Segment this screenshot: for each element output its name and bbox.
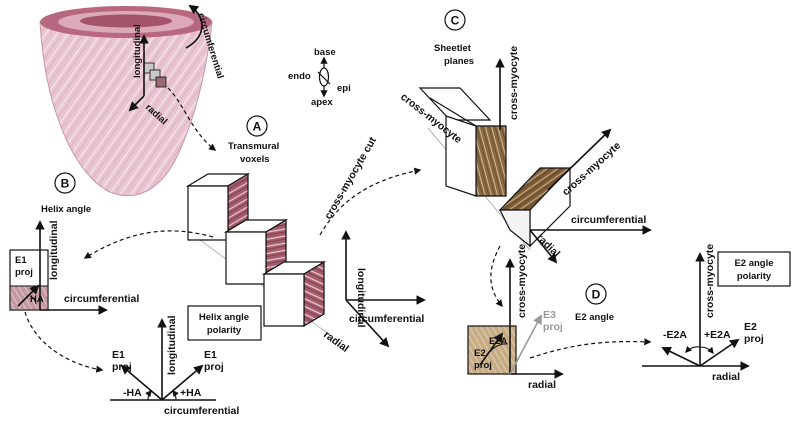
panel-c: C Sheetlet planes [434,9,474,67]
helix-ha-label: HA [30,294,44,305]
e2-to-polarity-arrow [529,338,652,359]
e2-e3-label: E3 [543,309,556,321]
sheetlet-radial-label: radial [534,232,562,260]
voxel-cube-3 [261,260,327,328]
e2-proj-label: proj [474,360,492,371]
helix-longitudinal-label: longitudinal [48,220,60,280]
sheetlet-cross-myocyte-diag-axis [547,128,612,191]
voxel-radial-axis [345,299,390,348]
panel-c-letter: C [451,14,460,28]
heart-longitudinal-label: longitudinal [132,24,143,78]
sheetlet-circumferential-label: circumferential [571,214,646,226]
panel-d-title: E2 angle [575,312,614,323]
key-base-label: base [314,47,336,58]
helix-polarity-neg-label: -HA [123,387,142,399]
helix-projection: E1 proj HA longitudinal circumferential [9,220,139,315]
e2-e2a-label: E2A [489,336,508,347]
key-endo-label: endo [288,71,311,82]
heart-circumferential-arrow [185,4,203,49]
key-epi-label: epi [337,83,351,94]
e2-polarity-title-2: polarity [737,271,772,282]
e2-projection: cross-myocyte E3 proj E2A E2 proj radial [467,244,564,391]
helix-polarity-e1-right: E1 [204,349,217,361]
heart-radial-axis [128,95,145,112]
cut-to-sheetlet-arrow [319,167,422,236]
sheetlet-block-upper [418,87,507,197]
e2-polarity-diagram: cross-myocyte -E2A +E2A E2 proj radial [642,244,764,383]
panel-c-title-2: planes [444,56,474,67]
e2-cross-myocyte-label: cross-myocyte [516,244,528,318]
helix-polarity-e1-left: E1 [112,349,125,361]
panel-a-letter: A [253,120,262,134]
panel-d: D E2 angle [575,283,614,323]
panel-c-title-1: Sheetlet [434,43,472,54]
e2-e2-arrow [479,332,504,366]
helix-proj-label: proj [15,267,33,278]
sheetlet-cross-myocyte-vertical-label: cross-myocyte [508,46,520,120]
cross-myocyte-cut-label: cross-myocyte cut [322,135,379,222]
e2-radial-label: radial [528,379,556,391]
e2-e2-label: E2 [474,348,486,359]
e2-polarity-neg-label: -E2A [663,329,687,341]
panel-b: B Helix angle [41,172,91,215]
helix-circumferential-label: circumferential [64,293,139,305]
panel-b-letter: B [61,177,70,191]
e2-polarity-box: E2 angle polarity [717,251,791,287]
e2-polarity-proj-label: proj [744,333,764,345]
helix-polarity-box: Helix angle polarity [187,305,262,341]
orientation-key: base apex endo epi [288,47,351,108]
panel-a: A Transmural voxels [228,115,279,165]
helix-e1-label: E1 [15,255,27,266]
helix-polarity-title-2: polarity [207,325,242,336]
helix-polarity-pos-label: +HA [180,387,202,399]
sheetlet-to-e2-arrow [490,245,503,308]
panel-a-title-1: Transmural [228,141,279,152]
voxel-circumferential-label: circumferential [349,313,424,325]
helix-to-polarity-arrow [24,311,104,373]
voxels-to-helix-arrow [83,230,214,259]
heart-to-voxels-arrow [167,87,217,151]
heart-illustration: longitudinal radial circumferential [39,4,226,196]
voxel-radial-label: radial [321,329,351,355]
e2-polarity-radial-label: radial [712,371,740,383]
panel-a-title-2: voxels [240,154,270,165]
panel-b-title: Helix angle [41,204,91,215]
e2-polarity-e2-label: E2 [744,321,757,333]
helix-e1-arrow [17,284,40,307]
helix-polarity-diagram: longitudinal E1 proj E1 proj -HA +HA cir… [110,315,239,417]
voxel-longitudinal-label: longitudinal [355,268,367,328]
helix-polarity-title-1: Helix angle [199,312,249,323]
e2-polarity-pos-label: +E2A [704,329,731,341]
e2-polarity-title-1: E2 angle [734,258,773,269]
helix-tissue-patch [9,285,49,311]
e2-e3-proj-label: proj [543,321,563,333]
helix-polarity-proj-left: proj [112,361,132,373]
helix-polarity-proj-right: proj [204,361,224,373]
e2-e3-arrow [509,314,542,375]
sheetlet-radial-axis [529,229,558,264]
panel-d-letter: D [592,288,601,302]
helix-polarity-circumferential-label: circumferential [164,405,239,417]
key-apex-label: apex [311,97,333,108]
voxel-cube-1 [185,172,251,242]
e2-polarity-cross-myocyte-label: cross-myocyte [704,244,716,318]
helix-polarity-longitudinal-label: longitudinal [166,315,178,375]
